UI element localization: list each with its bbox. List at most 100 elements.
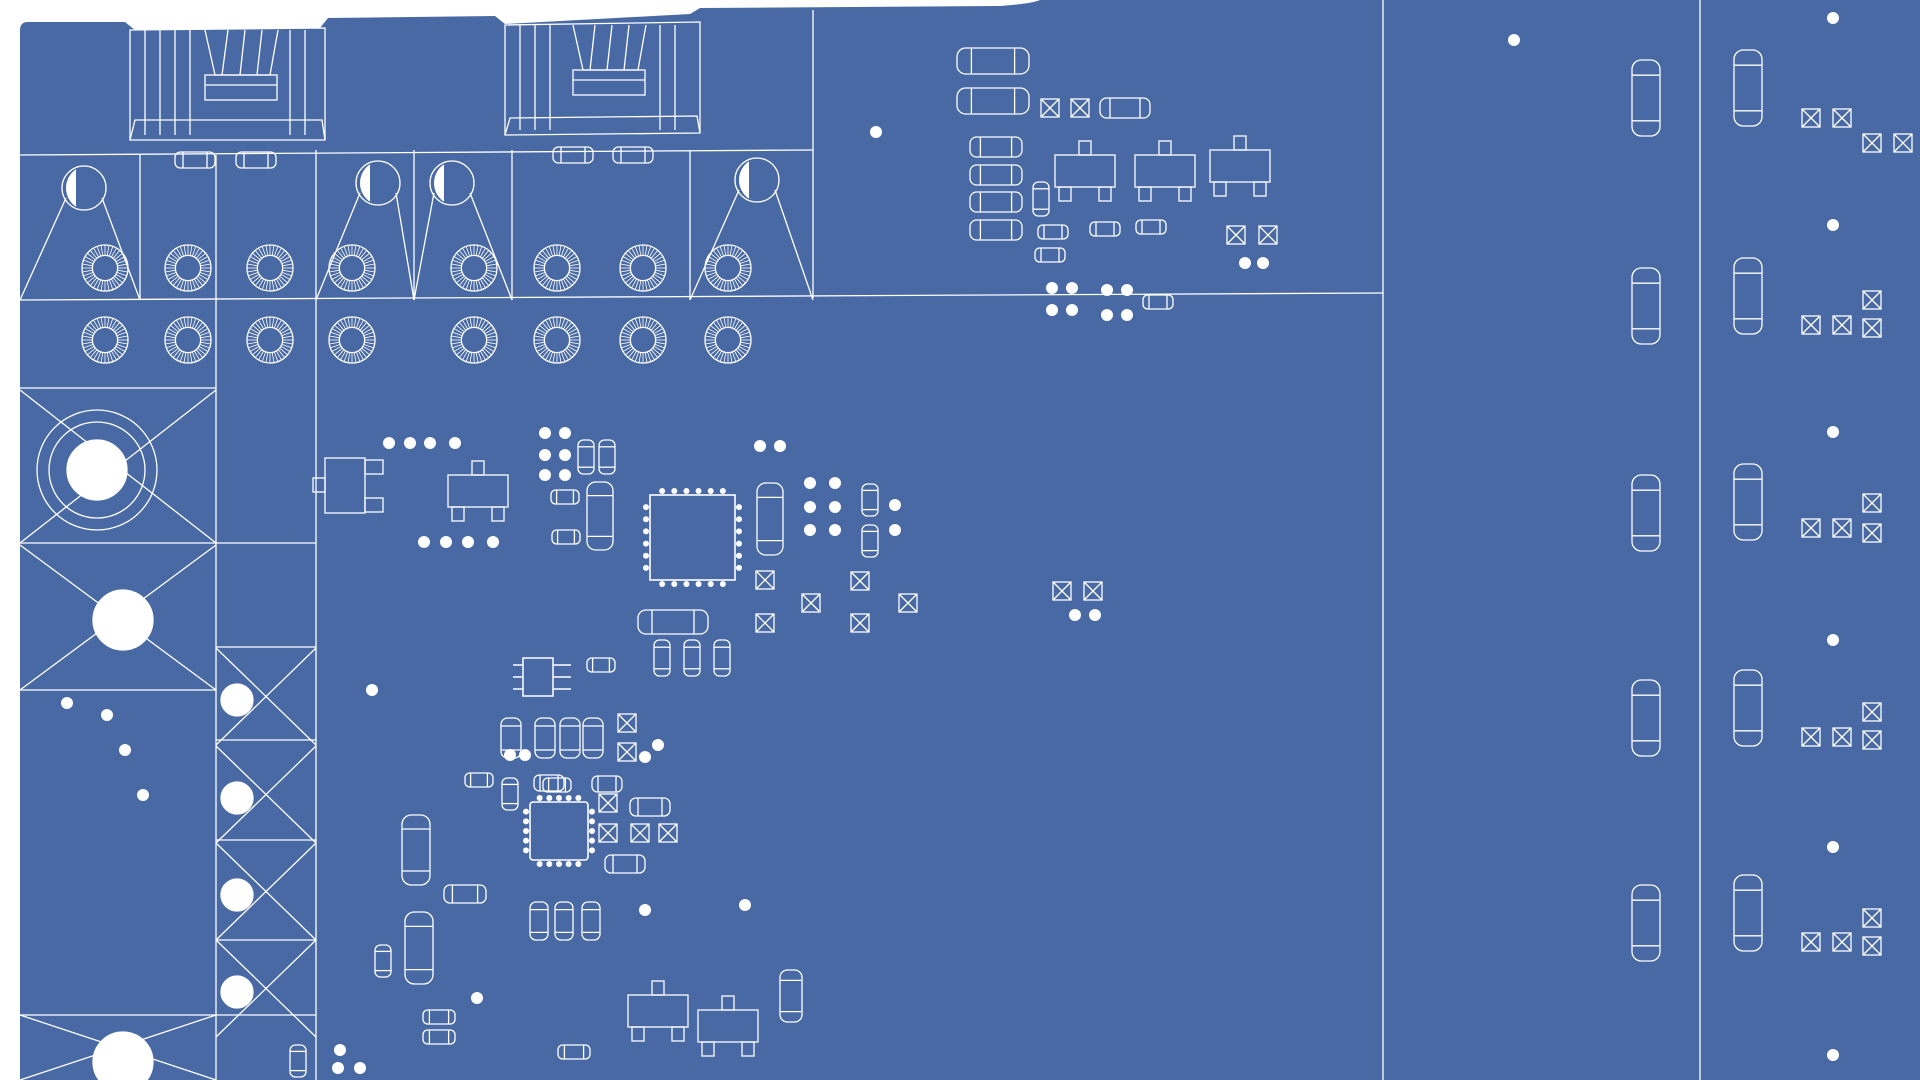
mounting-hole-small[interactable] xyxy=(215,647,317,746)
test-pad-x[interactable] xyxy=(1862,730,1882,750)
smd-component[interactable] xyxy=(581,901,601,941)
coil-inductor[interactable] xyxy=(164,316,212,364)
smd-component[interactable] xyxy=(289,1044,307,1078)
smd-component[interactable] xyxy=(1037,224,1069,240)
sot23-transistor[interactable] xyxy=(447,460,509,522)
ic-qfn-large[interactable] xyxy=(649,494,736,581)
smd-component[interactable] xyxy=(554,901,574,941)
test-pad-x[interactable] xyxy=(658,823,678,843)
sot23-transistor[interactable] xyxy=(697,995,759,1057)
test-pad-x[interactable] xyxy=(1040,98,1060,118)
sot23-transistor[interactable] xyxy=(1209,135,1271,197)
smd-component[interactable] xyxy=(374,944,392,978)
smd-component[interactable] xyxy=(604,854,646,874)
coil-inductor[interactable] xyxy=(619,316,667,364)
smd-component[interactable] xyxy=(534,717,556,759)
test-pad-x[interactable] xyxy=(801,593,821,613)
coil-inductor[interactable] xyxy=(164,244,212,292)
coil-inductor[interactable] xyxy=(619,244,667,292)
smd-component[interactable] xyxy=(956,47,1030,75)
smd-component[interactable] xyxy=(1034,247,1066,263)
smd-component[interactable] xyxy=(1631,267,1661,345)
coil-inductor[interactable] xyxy=(704,244,752,292)
smd-component[interactable] xyxy=(779,969,803,1023)
test-pad-x[interactable] xyxy=(617,713,637,733)
test-pad-x[interactable] xyxy=(1832,315,1852,335)
ic-so8[interactable] xyxy=(513,657,571,697)
smd-component[interactable] xyxy=(861,524,879,558)
smd-component[interactable] xyxy=(1631,59,1661,137)
test-pad-x[interactable] xyxy=(1070,98,1090,118)
smd-component[interactable] xyxy=(1099,97,1151,119)
smd-component[interactable] xyxy=(1135,219,1167,235)
smd-component[interactable] xyxy=(582,717,604,759)
coil-inductor[interactable] xyxy=(533,244,581,292)
smd-component[interactable] xyxy=(557,1044,591,1060)
smd-component[interactable] xyxy=(422,1009,456,1025)
coil-inductor[interactable] xyxy=(450,244,498,292)
test-pad-x[interactable] xyxy=(898,593,918,613)
coil-inductor[interactable] xyxy=(328,316,376,364)
smd-component[interactable] xyxy=(542,777,572,793)
coil-inductor[interactable] xyxy=(81,316,129,364)
sot23-transistor[interactable] xyxy=(1054,140,1116,202)
test-pad-x[interactable] xyxy=(617,742,637,762)
smd-component[interactable] xyxy=(1733,463,1763,541)
test-pad-x[interactable] xyxy=(1893,133,1913,153)
test-pad-x[interactable] xyxy=(1801,932,1821,952)
coil-inductor[interactable] xyxy=(328,244,376,292)
smd-component[interactable] xyxy=(713,639,731,677)
test-pad-x[interactable] xyxy=(1052,581,1072,601)
test-pad-x[interactable] xyxy=(1083,581,1103,601)
coil-inductor[interactable] xyxy=(533,316,581,364)
sot23-transistor[interactable] xyxy=(627,980,689,1042)
smd-component[interactable] xyxy=(174,151,216,169)
test-pad-x[interactable] xyxy=(850,571,870,591)
smd-component[interactable] xyxy=(586,657,616,673)
coil-inductor[interactable] xyxy=(246,316,294,364)
test-pad-x[interactable] xyxy=(1801,727,1821,747)
smd-component[interactable] xyxy=(1032,181,1050,217)
smd-component[interactable] xyxy=(969,191,1023,213)
mounting-hole-small[interactable] xyxy=(19,165,141,301)
connector-right[interactable] xyxy=(504,21,701,136)
smd-component[interactable] xyxy=(1733,49,1763,127)
smd-component[interactable] xyxy=(464,772,494,788)
test-pad-x[interactable] xyxy=(1832,108,1852,128)
test-pad-x[interactable] xyxy=(850,613,870,633)
test-pad-x[interactable] xyxy=(1862,702,1882,722)
smd-component[interactable] xyxy=(629,797,671,817)
smd-component[interactable] xyxy=(969,164,1023,186)
test-pad-x[interactable] xyxy=(630,823,650,843)
smd-component[interactable] xyxy=(550,489,580,505)
test-pad-x[interactable] xyxy=(1801,315,1821,335)
smd-component[interactable] xyxy=(586,481,614,551)
test-pad-x[interactable] xyxy=(1862,908,1882,928)
smd-component[interactable] xyxy=(1733,257,1763,335)
test-pad-x[interactable] xyxy=(755,570,775,590)
test-pad-x[interactable] xyxy=(1862,318,1882,338)
smd-component[interactable] xyxy=(501,777,519,811)
mounting-hole-small[interactable] xyxy=(215,745,317,844)
smd-component[interactable] xyxy=(756,482,784,556)
mounting-hole-small[interactable] xyxy=(689,157,814,301)
smd-component[interactable] xyxy=(591,775,623,793)
smd-component[interactable] xyxy=(529,901,549,941)
coil-inductor[interactable] xyxy=(704,316,752,364)
smd-component[interactable] xyxy=(1733,669,1763,747)
test-pad-x[interactable] xyxy=(1832,727,1852,747)
coil-inductor[interactable] xyxy=(450,316,498,364)
smd-component[interactable] xyxy=(235,151,277,169)
test-pad-x[interactable] xyxy=(1832,932,1852,952)
test-pad-x[interactable] xyxy=(1862,493,1882,513)
test-pad-x[interactable] xyxy=(1226,225,1246,245)
test-pad-x[interactable] xyxy=(1862,133,1882,153)
smd-component[interactable] xyxy=(1089,221,1121,237)
smd-component[interactable] xyxy=(500,717,522,759)
coil-inductor[interactable] xyxy=(246,244,294,292)
test-pad-x[interactable] xyxy=(598,793,618,813)
test-pad-x[interactable] xyxy=(598,823,618,843)
smd-component[interactable] xyxy=(683,639,701,677)
